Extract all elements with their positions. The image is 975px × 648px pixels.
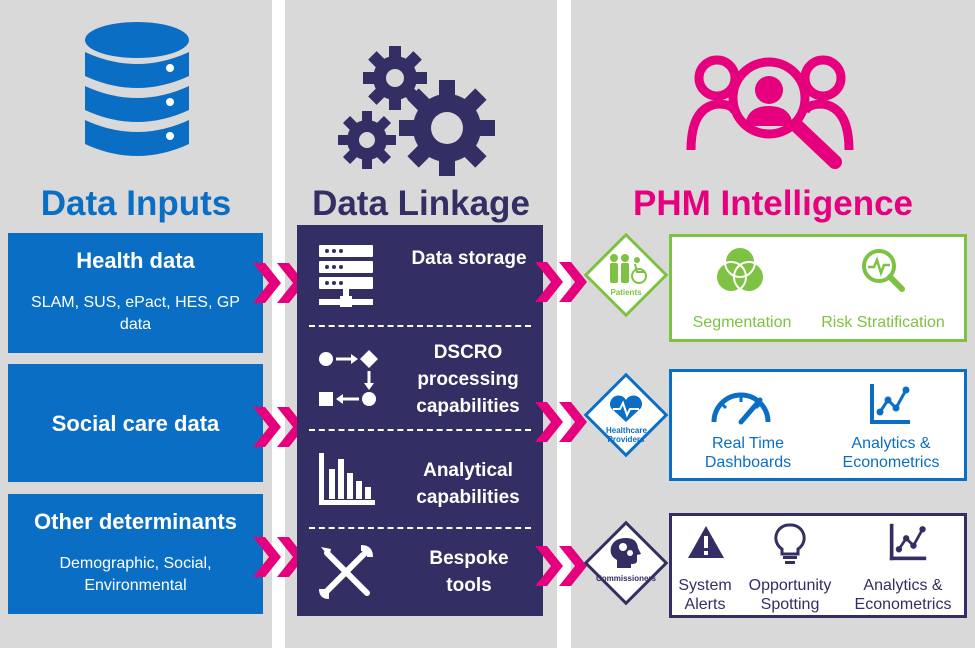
input-social-care-data: Social care data: [8, 364, 263, 482]
gauge-icon: [711, 392, 771, 425]
output-label: Analytics & Econometrics: [842, 435, 940, 471]
heart-monitor-icon: [610, 395, 642, 422]
patients-icon: [610, 254, 647, 284]
line-chart-icon: [870, 384, 910, 424]
commissioners-outputs-box: System Alerts Opportunity Spotting Analy…: [669, 513, 967, 618]
linkage-item-analytical: Analytical capabilities: [297, 433, 543, 529]
tools-icon: [319, 545, 373, 599]
chevron-arrows-icon: [535, 546, 587, 586]
chevron-arrows-icon: [535, 402, 587, 442]
audience-label: Patients: [610, 288, 642, 297]
providers-outputs-box: Real Time Dashboards Analytics & Econome…: [669, 369, 967, 481]
gears-icon: [338, 46, 495, 176]
audience-label: Commissioners: [595, 574, 657, 583]
linkage-panel: Data storage DSCRO processing capabiliti…: [297, 225, 543, 616]
input-sub: Demographic, Social, Environmental: [59, 555, 212, 594]
venn-icon: [715, 246, 765, 293]
output-label: System Alerts: [678, 577, 732, 613]
bar-chart-icon: [319, 453, 375, 505]
linkage-item-data-storage: Data storage: [297, 225, 543, 321]
output-label: Risk Stratification: [821, 314, 945, 331]
divider: [309, 325, 531, 327]
audience-label: Healthcare Providers: [606, 426, 647, 444]
chevron-arrows-icon: [253, 263, 305, 303]
input-sub: SLAM, SUS, ePact, HES, GP data: [31, 294, 240, 333]
audience-patients: Patients: [583, 232, 669, 318]
divider: [309, 527, 531, 529]
process-flow-icon: [319, 350, 378, 406]
audience-commissioners: Commissioners: [583, 520, 669, 606]
input-other-determinants: Other determinants Demographic, Social, …: [8, 494, 263, 614]
output-label: Real Time Dashboards: [704, 435, 792, 471]
database-icon: [85, 22, 189, 156]
input-health-data: Health data SLAM, SUS, ePact, HES, GP da…: [8, 233, 263, 353]
audience-healthcare-providers: Healthcare Providers: [583, 372, 669, 458]
divider: [309, 429, 531, 431]
chevron-arrows-icon: [535, 262, 587, 302]
linkage-label: DSCRO processing capabilities: [416, 342, 520, 417]
people-search-icon: [686, 55, 854, 169]
line-chart-icon: [889, 523, 927, 561]
input-heading: Social care data: [51, 411, 220, 436]
linkage-label: Analytical capabilities: [416, 460, 520, 508]
output-label: Opportunity Spotting: [748, 577, 832, 613]
input-heading: Health data: [76, 248, 195, 273]
linkage-label: Bespoke tools: [429, 548, 509, 596]
intelligence-title: PHM Intelligence: [632, 184, 914, 223]
chevron-arrows-icon: [253, 537, 305, 577]
linkage-item-dscro: DSCRO processing capabilities: [297, 329, 543, 449]
output-label: Segmentation: [692, 314, 792, 331]
warning-icon: [688, 526, 724, 558]
inputs-title: Data Inputs: [40, 184, 232, 223]
head-gears-icon: [610, 538, 641, 568]
linkage-title: Data Linkage: [312, 184, 530, 223]
output-label: Analytics & Econometrics: [854, 577, 952, 613]
server-icon: [319, 245, 373, 307]
linkage-item-bespoke: Bespoke tools: [297, 531, 543, 616]
input-heading: Other determinants: [34, 509, 237, 534]
linkage-label: Data storage: [411, 248, 527, 269]
patients-outputs-box: Segmentation Risk Stratification: [669, 234, 967, 342]
lightbulb-icon: [774, 523, 806, 564]
magnifier-pulse-icon: [862, 249, 905, 292]
chevron-arrows-icon: [253, 407, 305, 447]
